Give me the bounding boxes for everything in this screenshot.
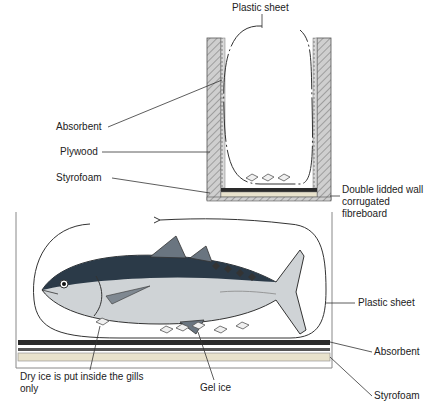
tuna-fish <box>42 236 306 334</box>
bottom-box <box>16 212 332 368</box>
part-label: Absorbent <box>374 346 434 358</box>
part-label: Absorbent <box>56 121 116 133</box>
part-label: Plastic sheet <box>358 297 433 309</box>
part-label: Styrofoam <box>56 172 116 184</box>
part-label: Styrofoam <box>374 390 434 402</box>
part-label: Double lidded wall corrugated fibreboard <box>342 184 434 220</box>
top-box <box>207 26 331 201</box>
part-label: Plastic sheet <box>232 2 322 14</box>
part-label: Dry ice is put inside the gills only <box>20 371 160 395</box>
part-label: Plywood <box>60 146 120 158</box>
leader-lines <box>90 14 372 396</box>
part-label: Gel ice <box>200 382 260 394</box>
ice-cubes <box>96 318 249 333</box>
